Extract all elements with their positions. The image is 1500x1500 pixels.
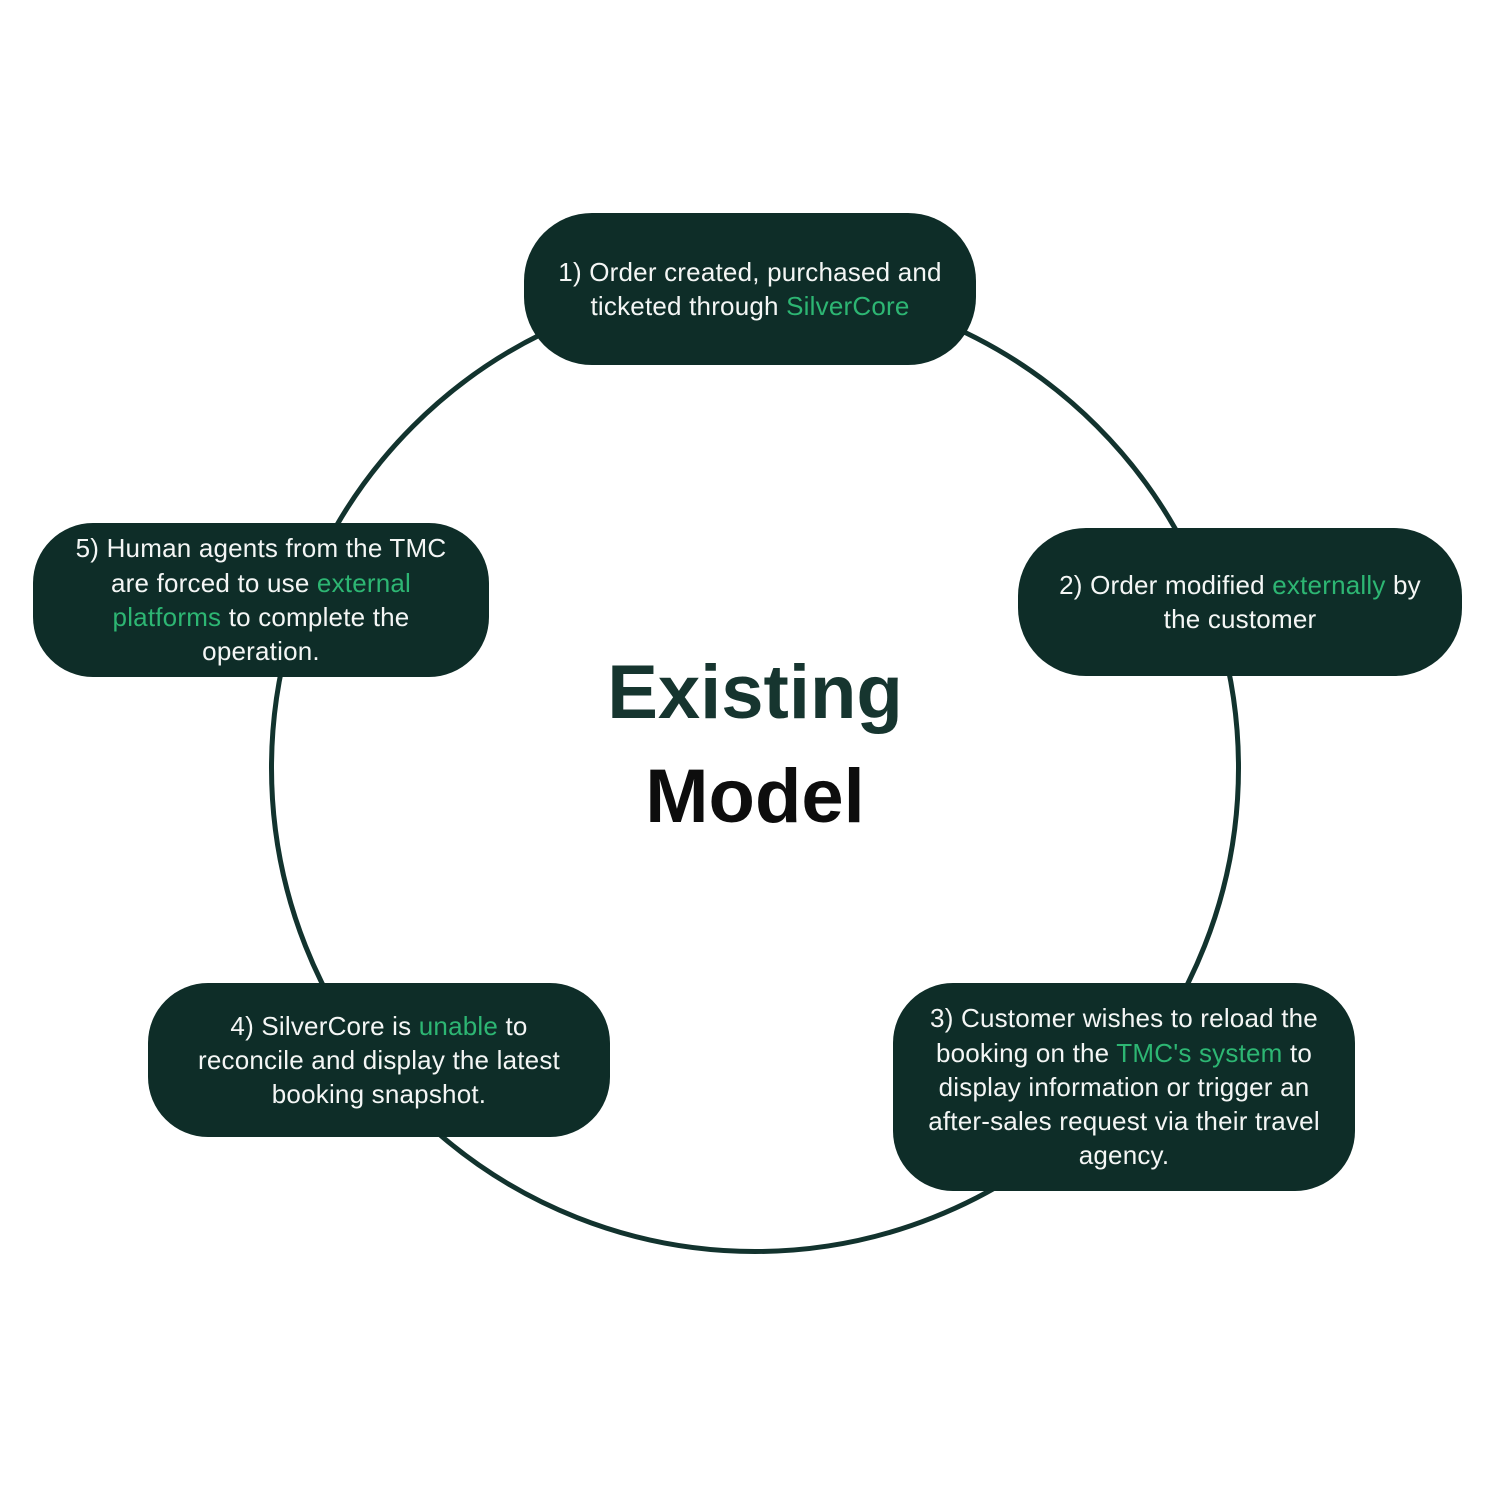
diagram-title-line2: Model: [645, 754, 865, 839]
cycle-node-step-4: 4) SilverCore is unable to reconcile and…: [148, 983, 610, 1137]
cycle-node-step-5-text: 5) Human agents from the TMC are forced …: [75, 533, 447, 667]
diagram-title: Existing Model: [255, 655, 1255, 835]
cycle-node-step-2: 2) Order modified externally by the cust…: [1018, 528, 1462, 676]
cycle-node-step-1: 1) Order created, purchased and ticketed…: [524, 213, 976, 365]
cycle-node-step-2-text: 2) Order modified externally by the cust…: [1059, 569, 1421, 634]
diagram-title-line1: Existing: [607, 650, 903, 735]
cycle-node-step-3-text: 3) Customer wishes to reload the booking…: [928, 1003, 1320, 1171]
cycle-node-step-1-text: 1) Order created, purchased and ticketed…: [558, 256, 942, 321]
cycle-node-step-4-text: 4) SilverCore is unable to reconcile and…: [198, 1010, 560, 1110]
cycle-node-step-5: 5) Human agents from the TMC are forced …: [33, 523, 489, 677]
cycle-node-step-3: 3) Customer wishes to reload the booking…: [893, 983, 1355, 1191]
